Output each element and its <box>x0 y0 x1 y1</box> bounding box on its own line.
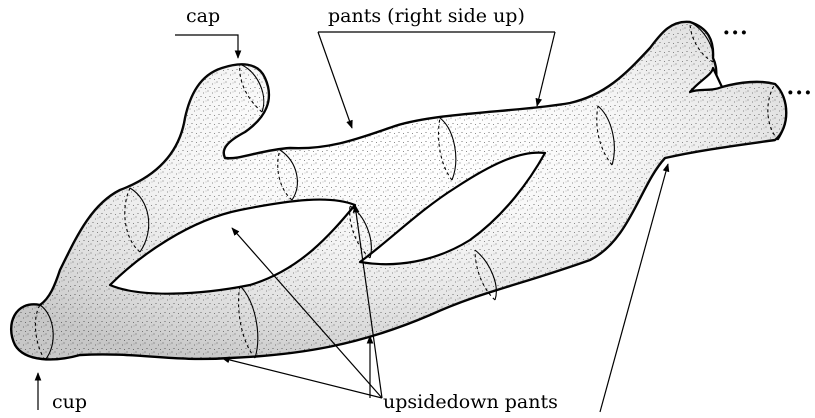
ellipsis-right: ⋅⋅⋅ <box>786 80 812 106</box>
cup-label: cup <box>52 391 87 413</box>
cap-label: cap <box>186 5 220 27</box>
upsidedown-label: upsidedown pants <box>383 391 558 413</box>
cap-arrow <box>175 35 238 58</box>
pants-label: pants (right side up) <box>328 5 525 27</box>
pants-arrow-left <box>318 32 352 128</box>
upsidedown-arrow-3 <box>222 358 382 398</box>
pants-arrow-right <box>537 32 555 106</box>
ellipsis-top: ⋅⋅⋅ <box>722 20 748 46</box>
